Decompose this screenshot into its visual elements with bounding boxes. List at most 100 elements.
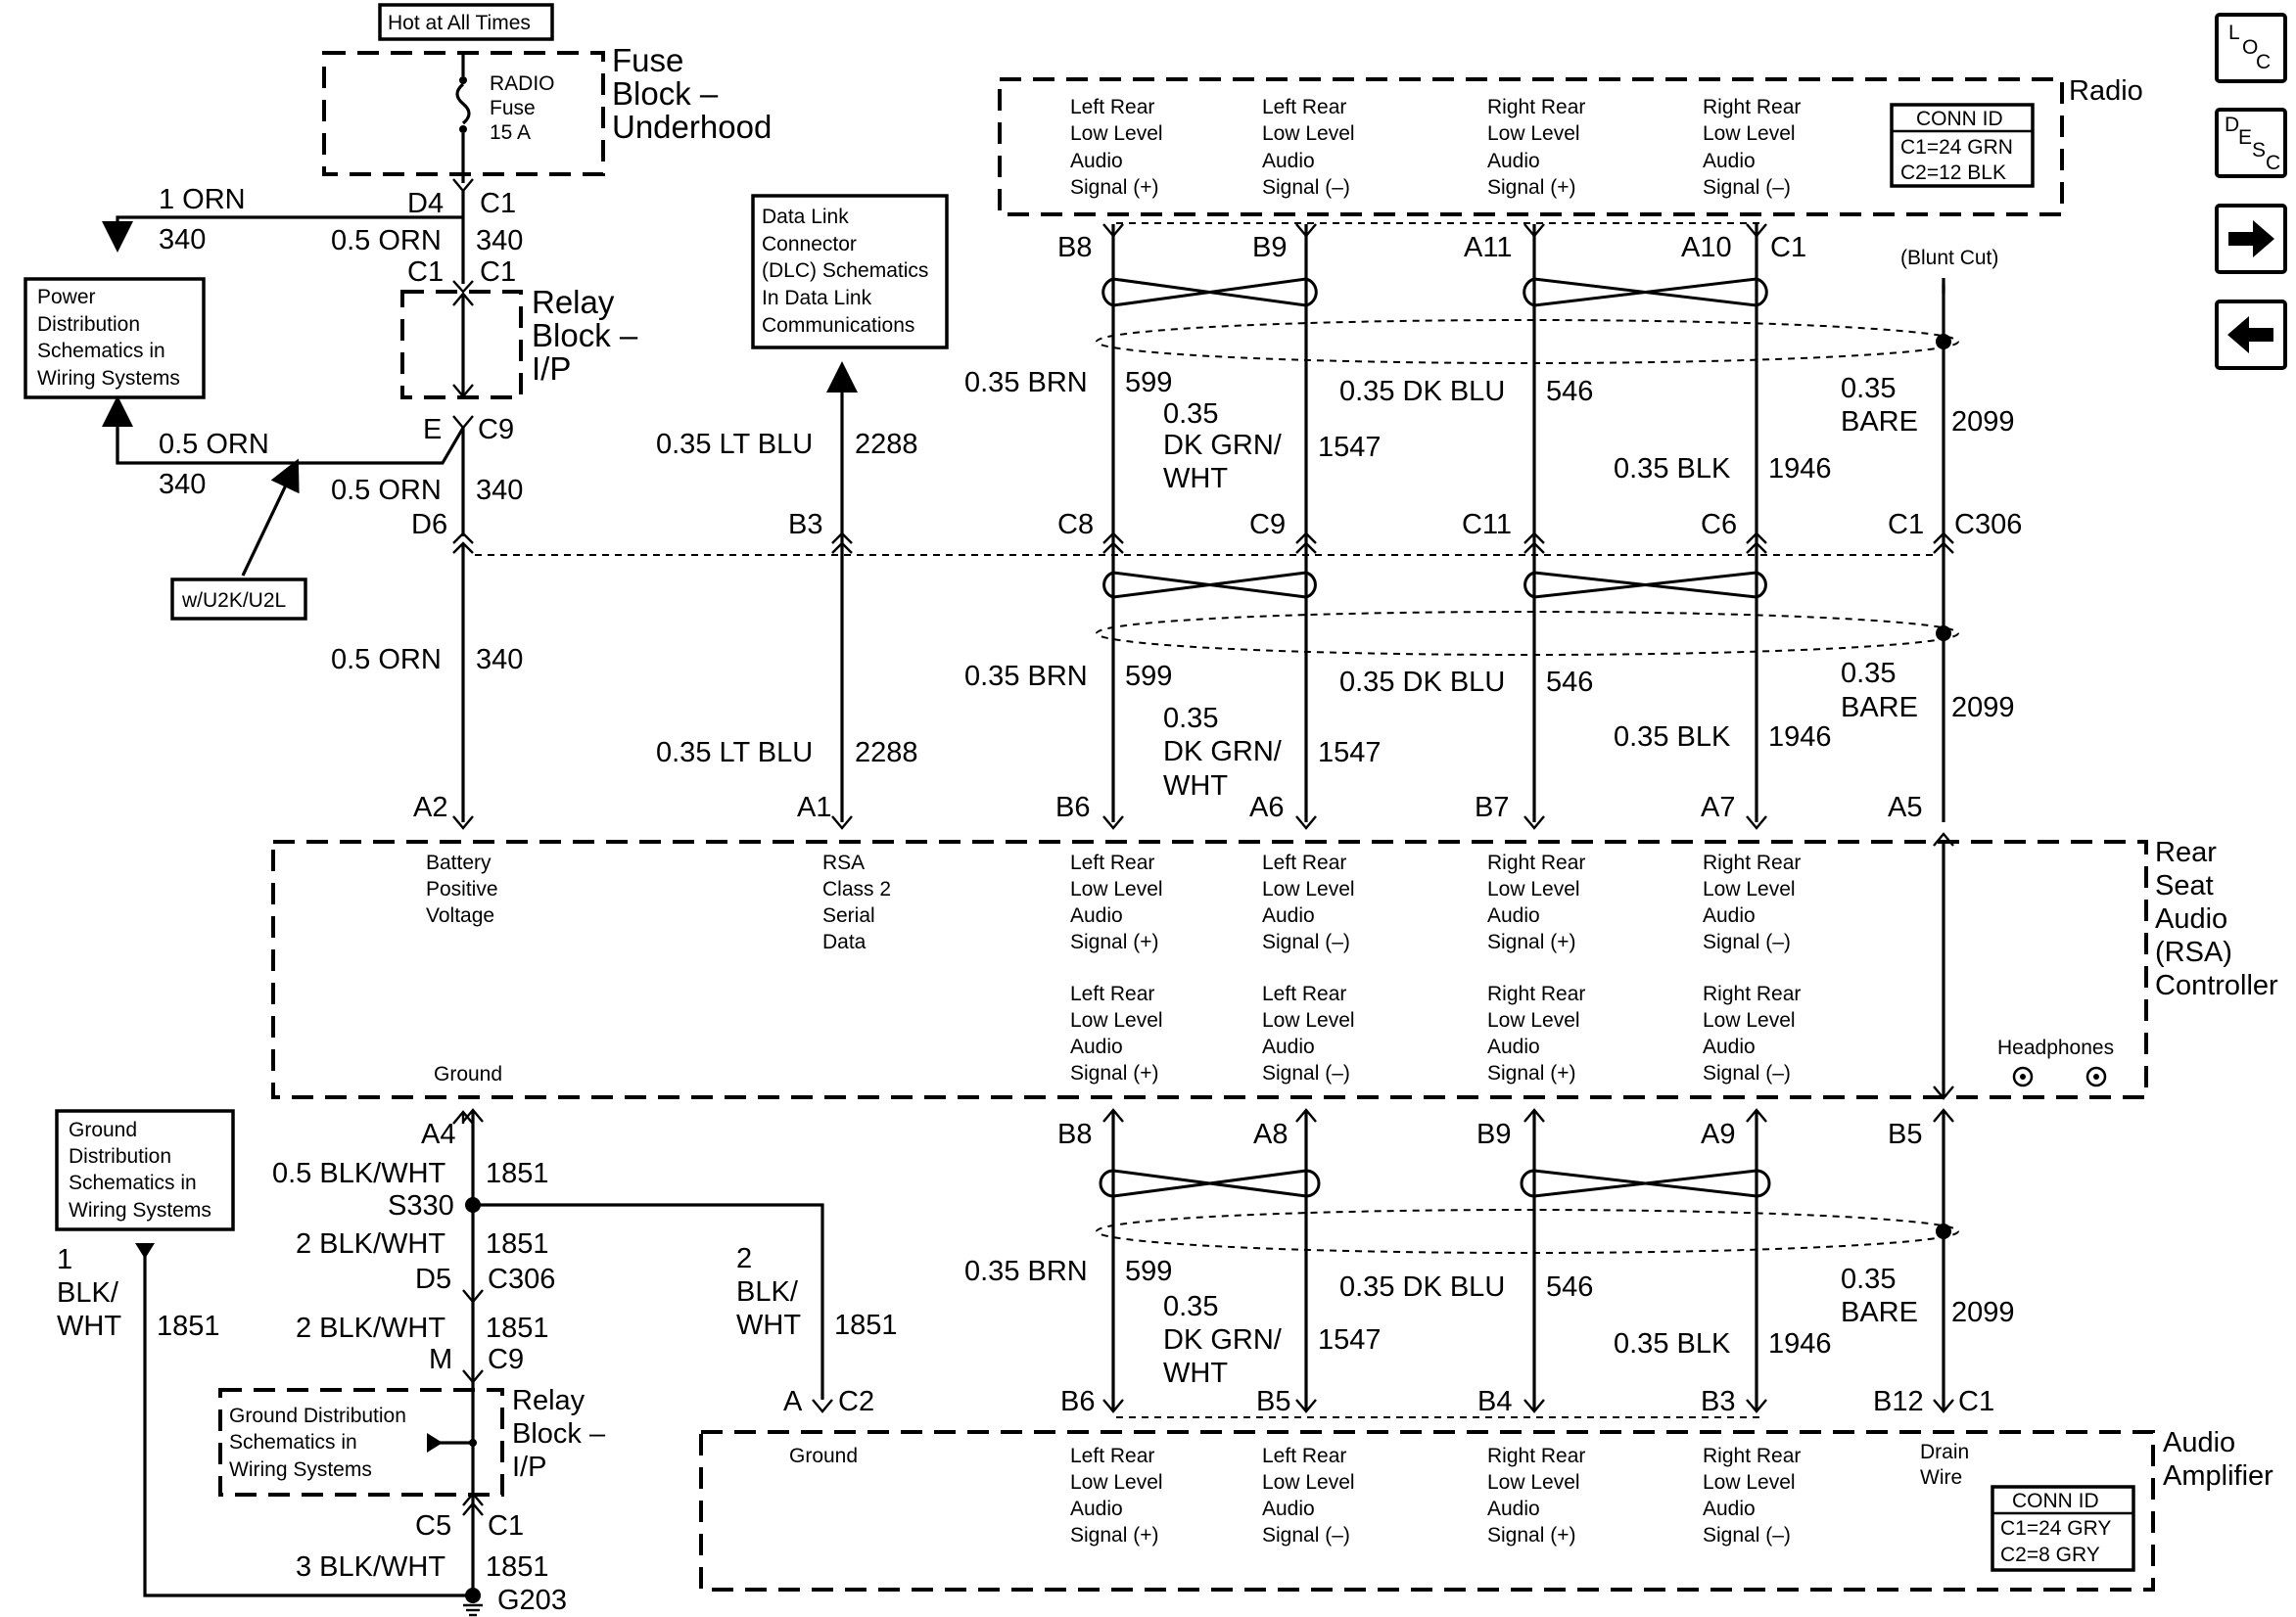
wire-blk-top-size: 0.35 BLK (1614, 453, 1731, 485)
wire-bare-mid-size-1: 0.35 (1841, 658, 1896, 689)
ground-dist-left-4: Wiring Systems (69, 1199, 211, 1222)
rsa-rrp-a-2: Low Level (1487, 878, 1580, 901)
dlc-section: Data Link Connector (DLC) Schematics In … (656, 194, 949, 830)
radio-lrm-1: Left Rear (1262, 96, 1346, 118)
fuse-block-label-2: Block – (612, 75, 719, 112)
wire-bw2a-circuit: 1851 (486, 1228, 549, 1260)
dlc-box[interactable] (751, 194, 949, 349)
radio-lrm-4: Signal (–) (1262, 176, 1350, 199)
wire-dkgrn-mid-size-2: DK GRN/ (1163, 736, 1283, 767)
wire-1-orn-size: 1 ORN (159, 184, 246, 215)
relay-block-top-label-3: I/P (532, 350, 571, 387)
rsa-rrp-b-1: Right Rear (1487, 983, 1585, 1005)
wire-bw2b-size: 2 BLK/WHT (296, 1313, 445, 1344)
radio-lrm-2: Low Level (1262, 122, 1355, 145)
pin-c11: C11 (1462, 509, 1512, 540)
desc-c: C (2266, 152, 2280, 174)
wire-dkblu-mid-size: 0.35 DK BLU (1339, 667, 1505, 698)
radio-section: Radio CONN ID C1=24 GRN C2=12 BLK Left R… (998, 75, 2143, 269)
power-distribution-box[interactable] (23, 277, 206, 399)
radio-rrp-3: Audio (1487, 150, 1540, 172)
radio-lrp-3: Audio (1070, 150, 1123, 172)
wire-brn-top-size: 0.35 BRN (964, 367, 1088, 398)
fuse-block-label-1: Fuse (612, 42, 683, 78)
ground-dist-box-2: Schematics in (229, 1431, 357, 1454)
wire-bw2c-size-3: WHT (736, 1310, 801, 1341)
amp-rrm-1: Right Rear (1703, 1445, 1801, 1467)
pin-d5: D5 (415, 1264, 451, 1295)
wire-05-orn-b-size: 0.5 ORN (159, 429, 269, 460)
drain-wire-label-1: Drain (1920, 1441, 1969, 1463)
fuse-block-label-3: Underhood (612, 109, 772, 145)
wire-bw2c-circuit: 1851 (834, 1310, 898, 1341)
wire-dkgrn-mid-circuit: 1547 (1318, 737, 1382, 768)
wire-05-orn-d-size: 0.5 ORN (331, 644, 442, 675)
headphones-label: Headphones (1997, 1037, 2114, 1059)
pin-a-amp: A (783, 1386, 803, 1417)
wire-dkgrn-low-circuit: 1547 (1318, 1324, 1382, 1356)
power-dist-label-3: Schematics in (37, 340, 165, 362)
rsa-rrm-a-2: Low Level (1703, 878, 1796, 901)
radio-fuse-label-2: Fuse (490, 97, 536, 119)
pin-c5: C5 (415, 1510, 451, 1542)
rsa-rrm-a-3: Audio (1703, 904, 1756, 927)
pin-b5-amp: B5 (1256, 1386, 1290, 1417)
battery-label-1: Battery (426, 852, 492, 874)
pin-a5: A5 (1888, 792, 1922, 823)
pin-b6-amp: B6 (1060, 1386, 1095, 1417)
pin-b8-top: B8 (1057, 232, 1092, 263)
radio-rrm-3: Audio (1703, 150, 1756, 172)
wire-bare-top-circuit: 2099 (1951, 406, 2015, 438)
drain-wire-label-2: Wire (1920, 1466, 1962, 1489)
headphone-jack-left-icon (2012, 1066, 2034, 1087)
headphone-jack-right-icon (2085, 1066, 2107, 1087)
option-label: w/U2K/U2L (181, 589, 286, 612)
relay-block-top-label-2: Block – (532, 317, 638, 353)
pin-b3: B3 (788, 509, 822, 540)
wire-blk-mid-size: 0.35 BLK (1614, 721, 1731, 753)
hot-at-all-times-label: Hot at All Times (388, 12, 531, 34)
wire-bare-low-circuit: 2099 (1951, 1297, 2015, 1328)
pin-a4: A4 (421, 1119, 455, 1150)
wire-bw05-circuit: 1851 (486, 1158, 549, 1189)
pin-c306: C306 (1954, 509, 2022, 540)
ground-dist-left-3: Schematics in (69, 1172, 197, 1194)
pin-a7: A7 (1701, 792, 1735, 823)
wire-bw3-circuit: 1851 (486, 1551, 549, 1583)
ground-distribution-box[interactable] (55, 1109, 235, 1231)
rsa-lrp-a-4: Signal (+) (1070, 931, 1158, 953)
pin-g203: G203 (497, 1585, 567, 1616)
pin-a10: A10 (1681, 232, 1732, 263)
wire-dkgrn-low-size-3: WHT (1163, 1358, 1228, 1389)
rsa-label-4: (RSA) (2155, 937, 2232, 968)
next-page-button[interactable] (2215, 204, 2287, 274)
rsa-controller-box (271, 840, 2148, 1099)
location-button[interactable]: L O C (2215, 13, 2287, 83)
amp-conn-id-title: CONN ID (2012, 1490, 2099, 1512)
radio-rrm-2: Low Level (1703, 122, 1796, 145)
rsa-rrp-b-2: Low Level (1487, 1009, 1580, 1032)
amp-label-2: Amplifier (2163, 1460, 2273, 1492)
pin-b6-rsa: B6 (1055, 792, 1090, 823)
pin-b9-top: B9 (1252, 232, 1287, 263)
wire-ltblu-a-size: 0.35 LT BLU (656, 429, 813, 460)
pin-c2-amp: C2 (838, 1386, 874, 1417)
description-button[interactable]: D E S C (2215, 108, 2287, 178)
radio-conn-id-title: CONN ID (1916, 108, 2003, 130)
amp-conn-id-box (1991, 1485, 2135, 1572)
rsa-rrp-b-4: Signal (+) (1487, 1062, 1575, 1085)
rsa-lrp-b-1: Left Rear (1070, 983, 1154, 1005)
previous-page-button[interactable] (2215, 300, 2287, 370)
pin-c306-lower: C306 (488, 1264, 555, 1295)
wire-bw1-circuit: 1851 (157, 1311, 220, 1342)
rsa-label-2: Seat (2155, 870, 2214, 901)
rsa-label-1: Rear (2155, 837, 2217, 868)
dlc-label-3: (DLC) Schematics (762, 259, 928, 282)
wire-brn-low-size: 0.35 BRN (964, 1256, 1088, 1287)
rsa-rrm-b-4: Signal (–) (1703, 1062, 1791, 1085)
wire-bare-mid-size-2: BARE (1841, 692, 1918, 723)
rsa-controller: Rear Seat Audio (RSA) Controller Battery… (271, 837, 2278, 1100)
wire-ltblu-b-size: 0.35 LT BLU (656, 737, 813, 768)
pin-c1-radio: C1 (1770, 232, 1806, 263)
